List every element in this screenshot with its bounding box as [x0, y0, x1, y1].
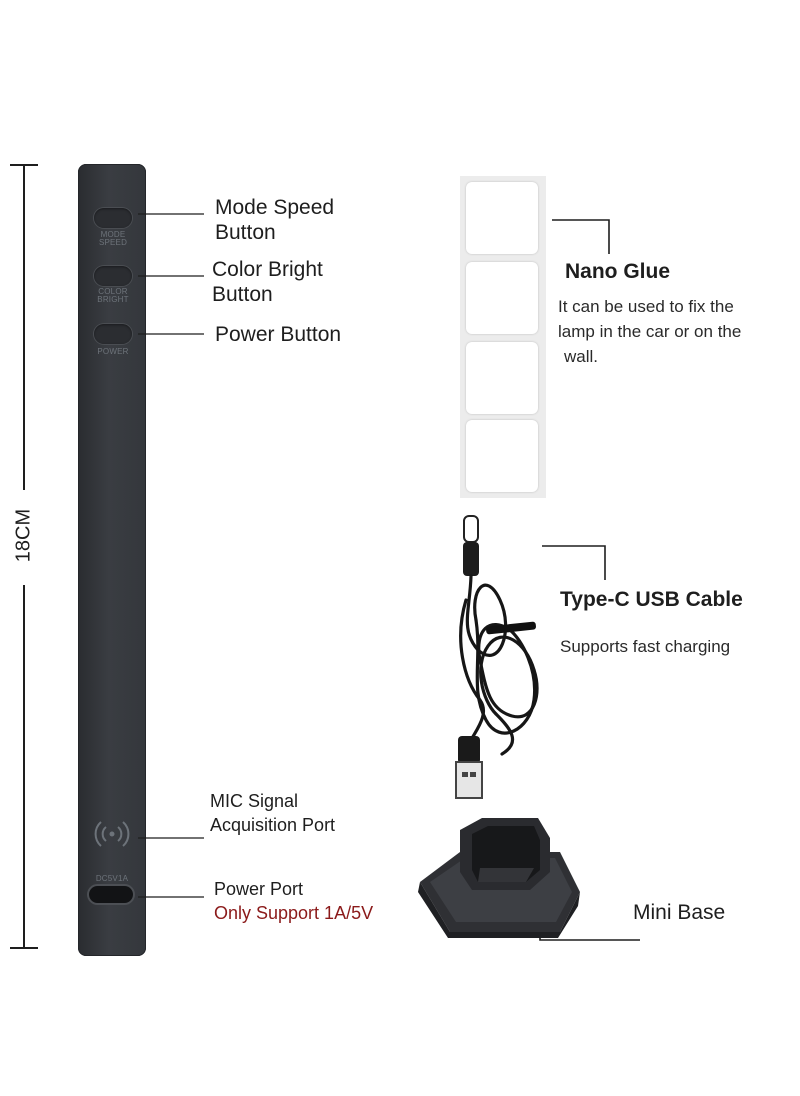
- power-button-callout: Power Button: [215, 323, 342, 346]
- power-port-callout: Power Port Only Support 1A/5V: [214, 879, 374, 923]
- glue-pad: [466, 420, 538, 492]
- mode-speed-callout: Mode Speed Button: [215, 196, 335, 244]
- mini-base-title: Mini Base: [633, 901, 726, 924]
- glue-pad: [466, 342, 538, 414]
- nano-glue-title: Nano Glue: [565, 260, 671, 283]
- mode-speed-strip-label: MODE SPEED: [98, 230, 128, 247]
- color-bright-button[interactable]: [94, 266, 132, 286]
- power-port-warning: Only Support 1A/5V: [214, 903, 374, 923]
- glue-pad: [466, 262, 538, 334]
- color-bright-callout: Color Bright Button: [212, 258, 323, 306]
- mode-speed-button[interactable]: [94, 208, 132, 228]
- nano-glue-description: It can be used to fix the lamp in the ca…: [558, 297, 742, 366]
- color-bright-strip-label: COLOR BRIGHT: [97, 287, 129, 304]
- usb-cable-image: [455, 515, 539, 799]
- mini-base-image: [418, 818, 580, 938]
- port-strip-label: DC5V1A: [95, 874, 129, 883]
- type-c-power-port[interactable]: [89, 886, 133, 903]
- mic-port-callout: MIC Signal Acquisition Port: [210, 791, 336, 835]
- usb-cable-description: Supports fast charging: [560, 637, 731, 656]
- usb-cable-title: Type-C USB Cable: [560, 588, 743, 611]
- mic-signal-icon: [94, 821, 130, 847]
- glue-pad: [466, 182, 538, 254]
- nano-glue-sheet: [460, 176, 546, 498]
- led-strip: MODE SPEED COLOR BRIGHT POWER DC5V1A: [78, 164, 146, 956]
- power-button[interactable]: [94, 324, 132, 344]
- power-strip-label: POWER: [97, 347, 129, 356]
